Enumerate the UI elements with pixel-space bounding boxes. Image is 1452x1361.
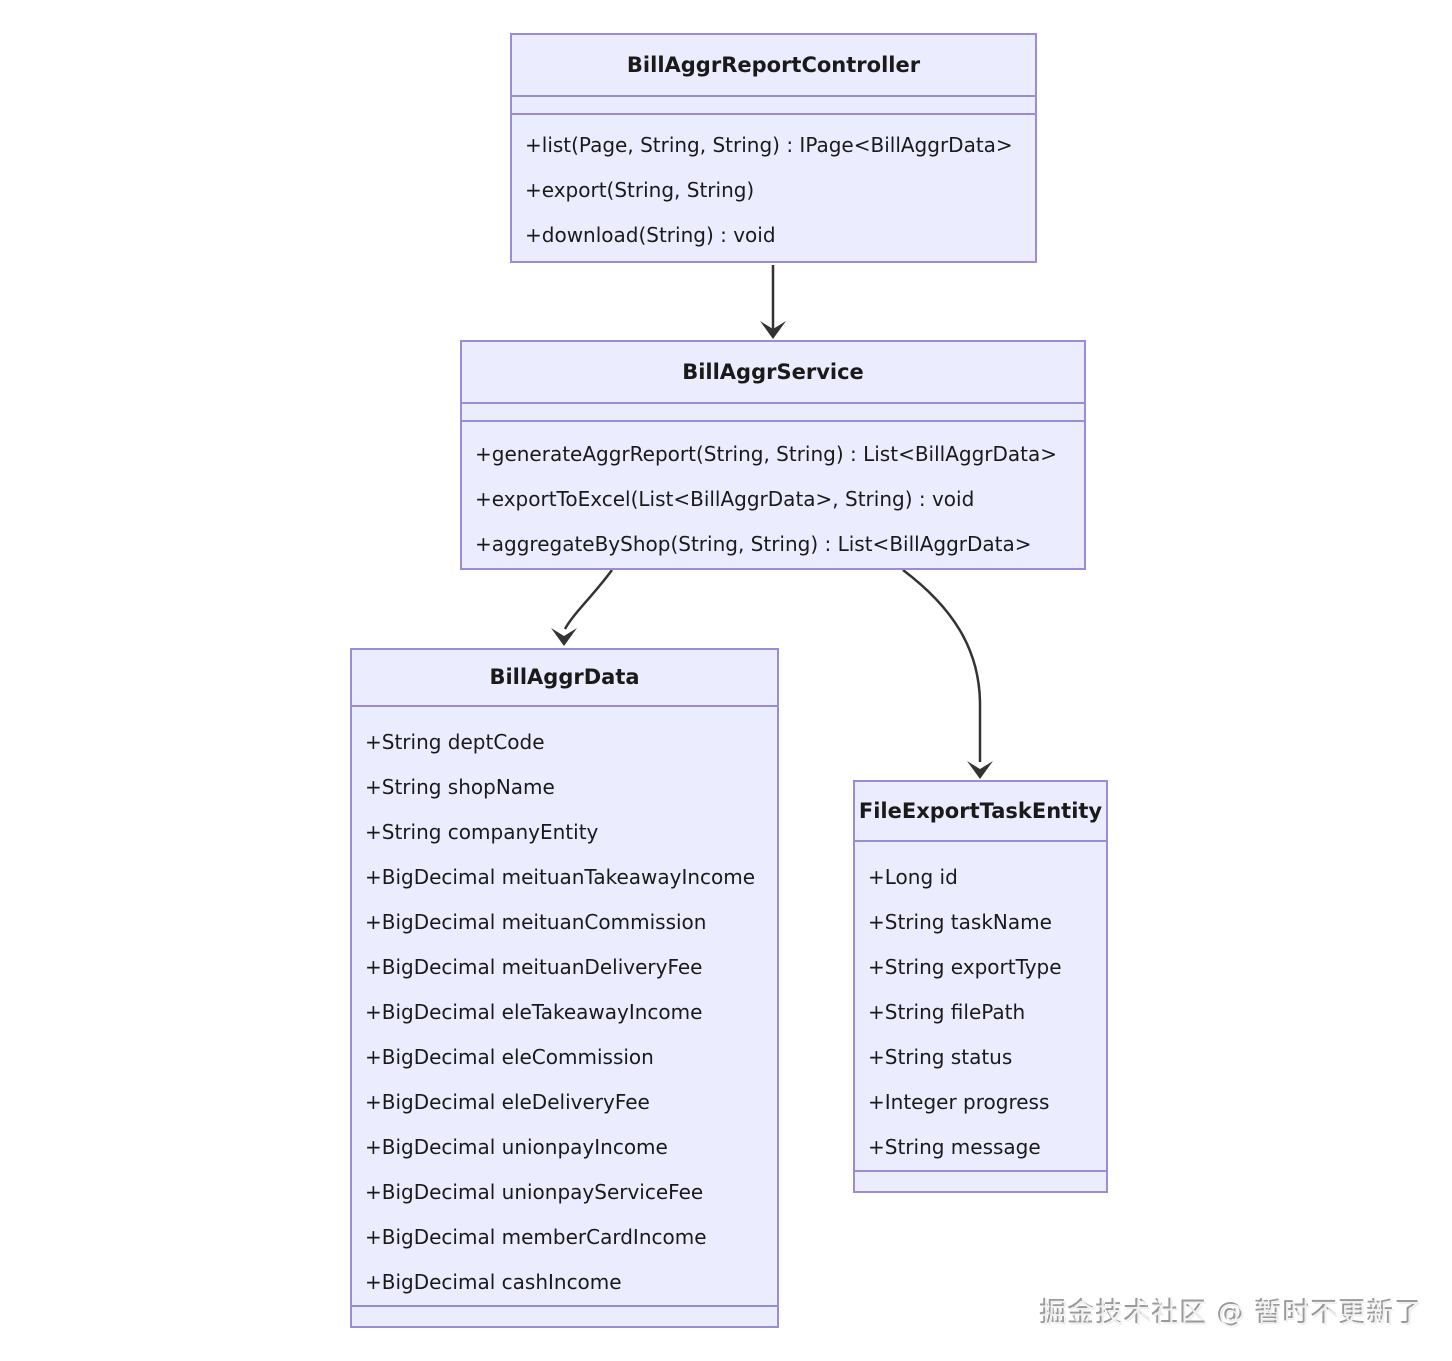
attribute: +Integer progress (868, 1090, 1050, 1114)
attribute: +BigDecimal unionpayIncome (365, 1135, 668, 1159)
methods-compartment: +generateAggrReport(String, String) : Li… (462, 422, 1084, 568)
attributes-compartment: +String deptCode +String shopName +Strin… (352, 707, 777, 1305)
class-title: BillAggrData (489, 665, 640, 689)
attribute: +Long id (868, 865, 958, 889)
compartment-divider (462, 420, 1084, 422)
class-title: BillAggrReportController (626, 53, 921, 77)
methods-compartment (352, 1307, 777, 1326)
attribute: +String message (868, 1135, 1041, 1159)
attribute: +String deptCode (365, 730, 545, 754)
arrow-service-to-task (902, 569, 993, 779)
class-bill-aggr-report-controller: BillAggrReportController +list(Page, Str… (510, 33, 1037, 263)
attributes-compartment (512, 97, 1035, 113)
class-title: FileExportTaskEntity (858, 799, 1103, 823)
class-title: BillAggrService (682, 360, 864, 384)
class-bill-aggr-service: BillAggrService +generateAggrReport(Stri… (460, 340, 1086, 570)
attributes-compartment: +Long id +String taskName +String export… (855, 842, 1106, 1170)
arrowhead-icon (760, 321, 786, 339)
attribute: +String exportType (868, 955, 1062, 979)
arrowhead-icon (967, 761, 993, 779)
arrowhead-icon (551, 628, 577, 646)
method: +export(String, String) (525, 178, 755, 202)
attribute: +String status (868, 1045, 1013, 1069)
compartment-divider (855, 840, 1106, 842)
class-bill-aggr-data: BillAggrData +String deptCode +String sh… (350, 648, 779, 1328)
attribute: +BigDecimal meituanDeliveryFee (365, 955, 703, 979)
compartment-divider (352, 1305, 777, 1307)
compartment-divider (462, 402, 1084, 404)
attribute: +BigDecimal meituanCommission (365, 910, 707, 934)
arrow-service-to-data (551, 569, 614, 646)
compartment-divider (352, 705, 777, 707)
attribute: +String shopName (365, 775, 555, 799)
attribute: +BigDecimal cashIncome (365, 1270, 622, 1294)
method: +exportToExcel(List<BillAggrData>, Strin… (475, 487, 975, 511)
class-file-export-task-entity: FileExportTaskEntity +Long id +String ta… (853, 780, 1108, 1193)
methods-compartment (855, 1172, 1106, 1191)
method: +list(Page, String, String) : IPage<Bill… (525, 133, 1013, 157)
methods-compartment: +list(Page, String, String) : IPage<Bill… (512, 115, 1035, 261)
attribute: +BigDecimal unionpayServiceFee (365, 1180, 704, 1204)
attribute: +BigDecimal eleCommission (365, 1045, 654, 1069)
attribute: +BigDecimal memberCardIncome (365, 1225, 707, 1249)
watermark: 掘金技术社区 @ 暂时不更新了 (1040, 1299, 1424, 1330)
attribute: +BigDecimal meituanTakeawayIncome (365, 865, 756, 889)
arrow-controller-to-service (760, 265, 786, 339)
method: +generateAggrReport(String, String) : Li… (475, 442, 1058, 466)
compartment-divider (512, 95, 1035, 97)
attributes-compartment (462, 404, 1084, 420)
attribute: +String filePath (868, 1000, 1026, 1024)
attribute: +BigDecimal eleTakeawayIncome (365, 1000, 703, 1024)
method: +download(String) : void (525, 223, 776, 247)
attribute: +BigDecimal eleDeliveryFee (365, 1090, 650, 1114)
attribute: +String taskName (868, 910, 1052, 934)
attribute: +String companyEntity (365, 820, 599, 844)
compartment-divider (512, 113, 1035, 115)
compartment-divider (855, 1170, 1106, 1172)
method: +aggregateByShop(String, String) : List<… (475, 532, 1032, 556)
